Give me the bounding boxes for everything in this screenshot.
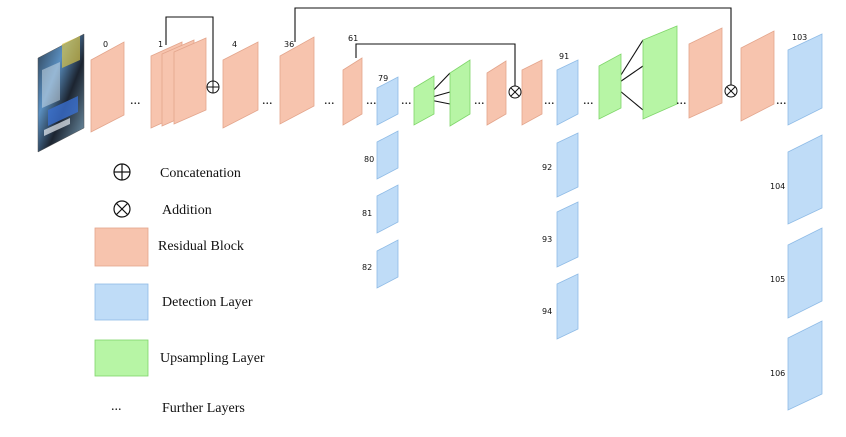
detection-layer-82 bbox=[376, 239, 399, 289]
layer-label-79: 79 bbox=[378, 74, 388, 83]
upsampling-layer-1a bbox=[413, 75, 435, 126]
layer-label-94: 94 bbox=[542, 307, 552, 316]
layer-label-80: 80 bbox=[364, 155, 374, 164]
detection-layer-81 bbox=[376, 184, 399, 234]
layer-label-106: 106 bbox=[770, 369, 785, 378]
residual-block-4 bbox=[222, 41, 259, 129]
legend-concat-icon bbox=[113, 163, 131, 181]
layer-label-36: 36 bbox=[284, 40, 294, 49]
detection-layer-80 bbox=[376, 130, 399, 180]
legend-upsampling-label: Upsampling Layer bbox=[160, 351, 265, 366]
residual-block-61 bbox=[342, 57, 363, 126]
detection-layer-94 bbox=[556, 273, 579, 340]
detection-layer-105 bbox=[787, 227, 823, 319]
layer-label-104: 104 bbox=[770, 182, 785, 191]
dots-2: ... bbox=[262, 93, 273, 108]
layer-label-1: 1 bbox=[158, 40, 163, 49]
upsampling-layer-1b bbox=[449, 59, 471, 127]
layer-labels: 0 1 4 36 61 79 80 81 82 91 92 93 94 103 … bbox=[103, 33, 807, 378]
residual-block-mid2 bbox=[521, 59, 543, 126]
further-layer-dots: ... ... ... ... ... ... ... ... ... ... bbox=[130, 93, 787, 108]
dots-4: ... bbox=[366, 93, 377, 108]
add-operator-2 bbox=[724, 84, 738, 98]
legend-residual-label: Residual Block bbox=[158, 239, 244, 254]
dots-6: ... bbox=[474, 93, 485, 108]
legend-further-label: Further Layers bbox=[162, 401, 245, 416]
residual-block-late2 bbox=[740, 30, 775, 122]
layer-label-4: 4 bbox=[232, 40, 237, 49]
upsampling-layers bbox=[413, 25, 678, 127]
upsampling-layer-2a bbox=[598, 53, 622, 120]
legend-dots-symbol: ... bbox=[111, 399, 122, 414]
residual-blocks bbox=[90, 27, 775, 133]
detection-layer-92 bbox=[556, 132, 579, 198]
residual-block-late1 bbox=[688, 27, 723, 119]
upsampling-layer-2b bbox=[642, 25, 678, 120]
dots-7: ... bbox=[544, 93, 555, 108]
detection-layer-91 bbox=[556, 59, 579, 126]
dots-10: ... bbox=[776, 93, 787, 108]
residual-block-1c bbox=[173, 37, 207, 125]
dots-3: ... bbox=[324, 93, 335, 108]
residual-block-36 bbox=[279, 36, 315, 125]
detection-layer-79 bbox=[376, 76, 399, 126]
residual-block-mid1 bbox=[486, 60, 507, 126]
legend-concatenation-label: Concatenation bbox=[160, 166, 241, 181]
legend-detection-label: Detection Layer bbox=[162, 295, 253, 310]
dots-5: ... bbox=[401, 93, 412, 108]
detection-layer-103 bbox=[787, 33, 823, 126]
legend-residual-swatch bbox=[94, 227, 149, 267]
add-operator-1 bbox=[508, 85, 522, 99]
layer-label-92: 92 bbox=[542, 163, 552, 172]
detection-layer-93 bbox=[556, 201, 579, 268]
layer-label-93: 93 bbox=[542, 235, 552, 244]
legend-addition-icon bbox=[113, 200, 131, 218]
dots-9: ... bbox=[676, 93, 687, 108]
layer-label-82: 82 bbox=[362, 263, 372, 272]
legend: Concatenation Addition Residual Block De… bbox=[94, 163, 265, 416]
detection-layers bbox=[376, 33, 823, 411]
residual-block-0 bbox=[90, 41, 125, 133]
legend-addition-label: Addition bbox=[162, 203, 212, 218]
layer-label-0: 0 bbox=[103, 40, 108, 49]
concat-operator bbox=[206, 80, 220, 94]
layer-label-61: 61 bbox=[348, 34, 358, 43]
legend-upsampling-swatch bbox=[94, 339, 149, 377]
dots-8: ... bbox=[583, 93, 594, 108]
detection-layer-104 bbox=[787, 134, 823, 225]
layer-label-103: 103 bbox=[792, 33, 807, 42]
detection-layer-106 bbox=[787, 320, 823, 411]
layer-label-81: 81 bbox=[362, 209, 372, 218]
legend-detection-swatch bbox=[94, 283, 149, 321]
input-image bbox=[37, 33, 85, 153]
layer-label-105: 105 bbox=[770, 275, 785, 284]
layer-label-91: 91 bbox=[559, 52, 569, 61]
dots-1: ... bbox=[130, 93, 141, 108]
